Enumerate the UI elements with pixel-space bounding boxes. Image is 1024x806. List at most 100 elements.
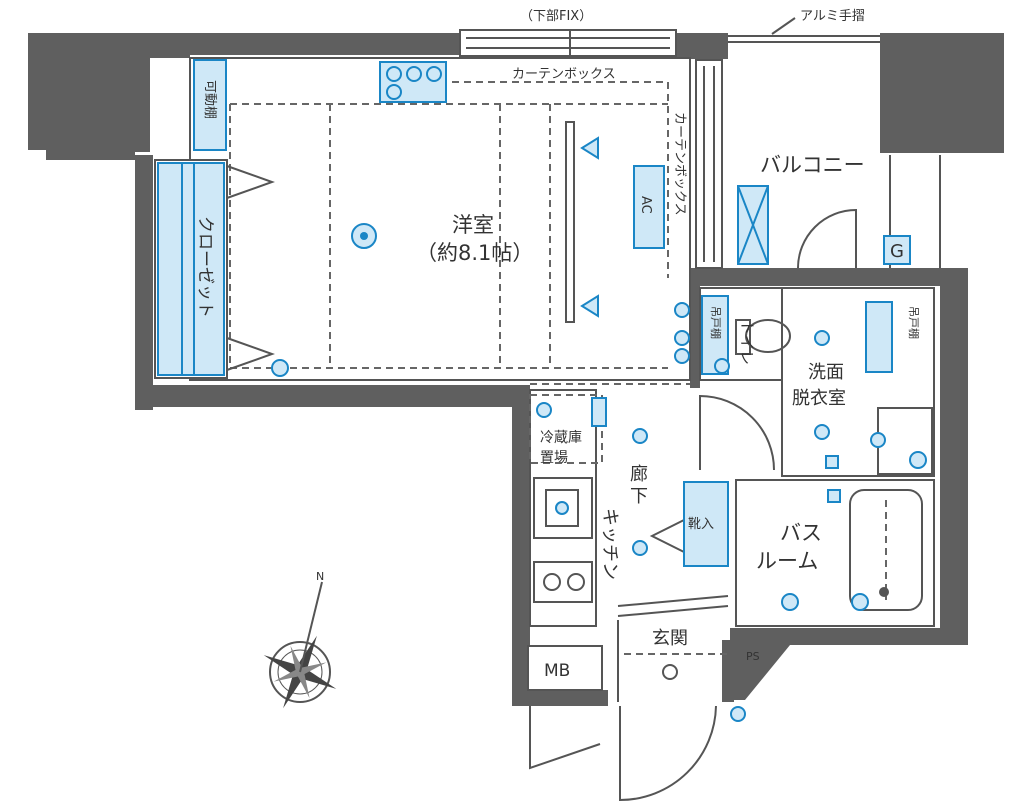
western-room: 洋室 （約8.1帖） カーテンボックス カーテンボックス AC クローゼット 可… xyxy=(154,57,691,381)
switch-plate xyxy=(591,397,607,427)
movable-shelf-label: 可動棚 xyxy=(202,80,217,119)
washroom-label-2: 脱衣室 xyxy=(792,388,846,409)
outlet-icon xyxy=(851,593,869,611)
outlet-icon xyxy=(674,302,690,318)
stove xyxy=(533,561,593,603)
outlet-icon xyxy=(674,330,690,346)
entrance: 玄関 PS xyxy=(617,595,760,802)
curtain-box-side-label: カーテンボックス xyxy=(672,112,687,216)
fix-window-label: （下部FIX） xyxy=(520,9,592,24)
curtain-rail xyxy=(565,121,575,323)
bottom-right-wall xyxy=(730,628,968,700)
bathtub xyxy=(849,489,923,611)
washroom: 洗面 脱衣室 吊戸棚 xyxy=(699,287,935,477)
closet-label: クローゼット xyxy=(195,216,215,318)
speaker-icon xyxy=(580,136,599,160)
side-window xyxy=(695,59,723,269)
outlet-icon xyxy=(271,359,289,377)
storage-left xyxy=(701,295,729,375)
kitchen-label: キッチン xyxy=(599,508,620,580)
bathroom: バス ルーム xyxy=(735,479,935,627)
ps-label: PS xyxy=(746,650,760,663)
left-wall xyxy=(135,155,153,410)
switch-icon xyxy=(386,66,402,82)
outlet-icon xyxy=(714,358,730,374)
toilet-room: 吊戸棚 トイレ xyxy=(674,287,791,381)
kitchen-tap-icon xyxy=(555,501,569,515)
gas-meter-box xyxy=(883,235,911,265)
water-heater-control xyxy=(825,455,839,469)
ac-unit xyxy=(633,165,665,249)
shoe-box-label: 靴入 xyxy=(688,517,714,532)
compass: N xyxy=(263,570,337,709)
entrance-light-icon xyxy=(662,664,678,680)
walls xyxy=(28,33,1004,706)
right-column xyxy=(880,33,1004,153)
toilet-tank xyxy=(735,319,751,355)
kitchen-door xyxy=(649,519,685,553)
curtain-box-top-label: カーテンボックス xyxy=(512,67,616,82)
top-wall-mid xyxy=(676,33,728,59)
fridge-space xyxy=(529,394,603,464)
speaker-icon xyxy=(580,294,599,318)
burner-icon xyxy=(543,573,561,591)
washbasin-tap-icon xyxy=(909,451,927,469)
gas-meter-label: G xyxy=(890,241,904,262)
shoe-box xyxy=(683,481,729,567)
mb-box: MB xyxy=(527,645,603,770)
washroom-door xyxy=(699,394,775,471)
balcony-door xyxy=(797,208,857,269)
fridge-label-1: 冷蔵庫 xyxy=(540,429,582,446)
outlet-icon xyxy=(674,348,690,364)
ceiling-light-icon xyxy=(814,424,830,440)
storage-right-label: 吊戸棚 xyxy=(907,306,921,339)
washroom-label-1: 洗面 xyxy=(808,362,844,383)
mb-door xyxy=(529,706,601,770)
top-window: （下部FIX） xyxy=(459,9,677,57)
mb-label: MB xyxy=(544,661,570,681)
kitchen-left-wall xyxy=(512,385,530,705)
closet-door xyxy=(226,165,275,199)
closet-door xyxy=(226,337,275,371)
right-wall xyxy=(940,268,968,643)
top-wall-left xyxy=(190,33,460,55)
bath-label-2: ルーム xyxy=(756,549,818,573)
mid-wall xyxy=(690,268,960,286)
entrance-door xyxy=(619,705,717,802)
ceiling-light-icon xyxy=(814,330,830,346)
outlet-icon xyxy=(781,593,799,611)
burner-icon xyxy=(567,573,585,591)
kitchen-sink-basin xyxy=(545,489,579,527)
western-room-label: 洋室 xyxy=(452,213,494,237)
bottom-wall-left xyxy=(135,385,525,407)
balcony-label: バルコニー xyxy=(760,153,865,177)
outlet-icon xyxy=(870,432,886,448)
ceiling-light-icon xyxy=(632,540,648,556)
storage-left-label: 吊戸棚 xyxy=(709,306,723,339)
hallway-label-2: 下 xyxy=(630,486,648,507)
balcony: アルミ手摺 バルコニー G xyxy=(728,9,941,269)
switch-icon xyxy=(386,84,402,100)
bathtub-drain xyxy=(879,587,889,597)
mb-bottom-wall xyxy=(512,690,608,706)
movable-shelf xyxy=(193,59,227,151)
fridge-label-2: 置場 xyxy=(540,450,568,466)
ceiling-light-icon xyxy=(632,428,648,444)
ac-label: AC xyxy=(638,196,653,214)
bath-label-1: バス xyxy=(780,521,822,545)
outlet-icon xyxy=(536,402,552,418)
ceiling-light-center xyxy=(360,232,368,240)
entrance-label: 玄関 xyxy=(652,628,688,649)
hallway-label-1: 廊 xyxy=(630,464,648,485)
toilet-label: トイレ xyxy=(738,320,756,365)
divider-wall-1 xyxy=(690,268,700,388)
storage-right xyxy=(865,301,893,373)
kitchen: 冷蔵庫 置場 廊 下 キッチン 靴入 xyxy=(529,383,729,627)
entrance-right-wall xyxy=(722,640,734,702)
left-column xyxy=(28,33,190,160)
toilet-bowl xyxy=(745,319,791,353)
kitchen-sink xyxy=(533,477,593,539)
bath-control-panel xyxy=(827,489,841,503)
handrail-label: アルミ手摺 xyxy=(800,9,865,24)
